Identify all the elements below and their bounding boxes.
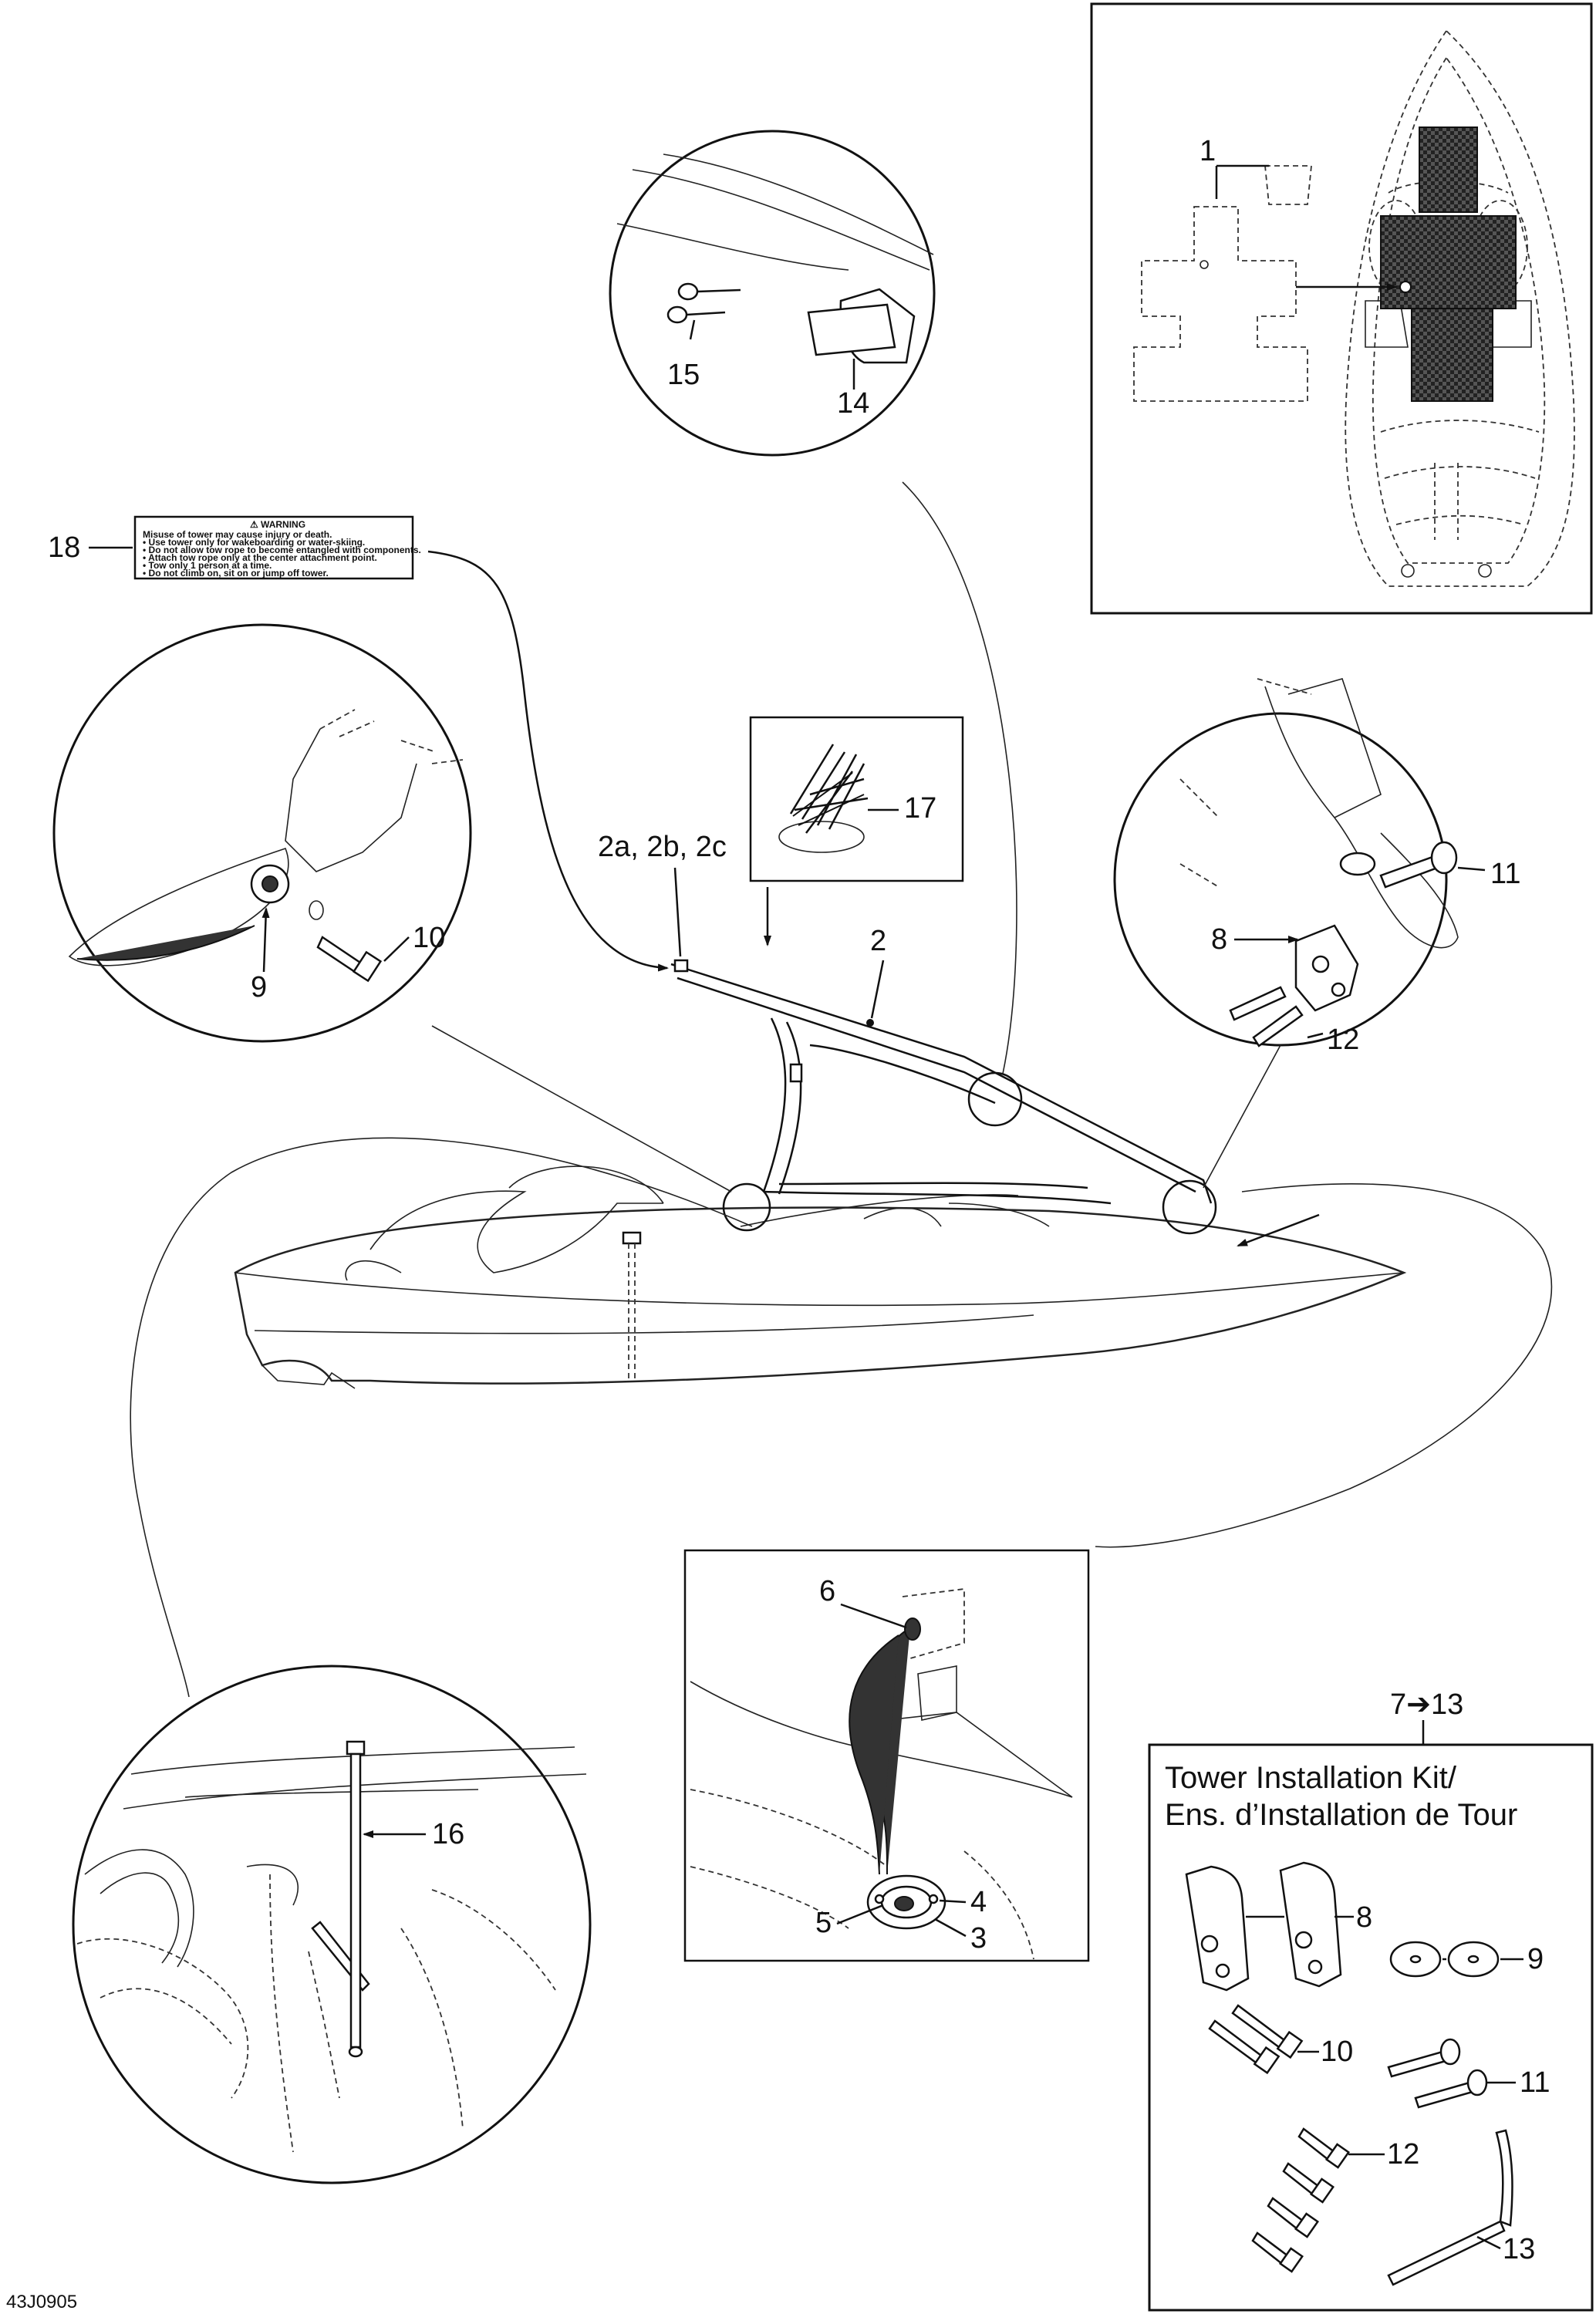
warning-line-3: • Do not allow tow rope to become entang… — [143, 545, 421, 555]
callout-8: 8 — [1211, 923, 1227, 956]
callout-9: 9 — [251, 971, 267, 1004]
mount-block-detail: 11 8 12 — [1113, 678, 1520, 1056]
callout-5: 5 — [815, 1907, 832, 1939]
boat-top-view — [1345, 29, 1575, 587]
connector-lines — [130, 481, 1553, 1698]
kit-title-line-1: Tower Installation Kit/ — [1165, 1761, 1457, 1795]
kit-callout-9: 9 — [1527, 1943, 1544, 1975]
kit-blocks — [1185, 1861, 1354, 1992]
kit-callout-8: 8 — [1356, 1901, 1372, 1934]
callout-6: 6 — [819, 1575, 835, 1607]
top-view-panel: 1 — [1090, 2, 1593, 615]
callout-14: 14 — [837, 387, 869, 420]
kit-callout-12: 12 — [1387, 2138, 1419, 2171]
warning-heading: ⚠ WARNING — [250, 519, 305, 530]
tower-installation-kit: 7➔13 Tower Installation Kit/ Ens. d’Inst… — [1148, 1688, 1594, 2312]
warning-decal: ⚠ WARNING Misuse of tower may cause inju… — [48, 515, 669, 972]
kit-callout-11: 11 — [1520, 2066, 1550, 2099]
callout-3: 3 — [970, 1922, 987, 1955]
callout-1: 1 — [1200, 135, 1216, 167]
warning-line-5: • Tow only 1 person at a time. — [143, 560, 272, 571]
washer-detail: 10 9 — [52, 623, 472, 1043]
figure-id: 43J0905 — [6, 2292, 77, 2312]
callout-15: 15 — [667, 359, 700, 391]
kit-callout-10: 10 — [1321, 2036, 1353, 2068]
kit-bolts-11 — [1387, 2038, 1516, 2109]
mirror-detail: 15 14 — [609, 130, 936, 457]
kit-ref: 7➔13 — [1390, 1688, 1463, 1721]
callout-2: 2 — [870, 925, 886, 957]
kit-bolts-10 — [1208, 2004, 1319, 2075]
callout-4: 4 — [970, 1886, 987, 1918]
tower — [670, 959, 1213, 1205]
callout-11: 11 — [1490, 858, 1520, 890]
warning-line-4: • Attach tow rope only at the center att… — [143, 552, 377, 563]
callout-2abc: 2a, 2b, 2c — [598, 831, 727, 863]
boat-side-view: 2a, 2b, 2c 2 — [234, 831, 1407, 1389]
warning-line-1: Misuse of tower may cause injury or deat… — [143, 529, 332, 540]
callout-17: 17 — [904, 792, 936, 825]
pin-16 — [346, 1740, 366, 2058]
cable-detail: 6 4 5 3 — [683, 1549, 1090, 1962]
warning-line-2: • Use tower only for wakeboarding or wat… — [143, 537, 365, 548]
kit-callout-13: 13 — [1503, 2233, 1535, 2265]
kit-title-line-2: Ens. d’Installation de Tour — [1165, 1798, 1517, 1832]
kit-hex-key — [1387, 2129, 1513, 2286]
warning-line-6: • Do not climb on, sit on or jump off to… — [143, 568, 329, 578]
kit-bolts-12 — [1251, 2127, 1385, 2273]
boat-pin-16 — [622, 1231, 642, 1381]
mat-outline — [1133, 165, 1312, 402]
kit-washers — [1389, 1941, 1523, 1978]
callout-10: 10 — [413, 922, 445, 954]
pin-detail: 16 — [72, 1665, 592, 2184]
callout-12: 12 — [1327, 1024, 1359, 1056]
callout-16: 16 — [432, 1818, 464, 1850]
mirror-screws — [666, 282, 741, 324]
callout-18: 18 — [48, 531, 80, 564]
hardware-box: 17 — [749, 716, 964, 946]
